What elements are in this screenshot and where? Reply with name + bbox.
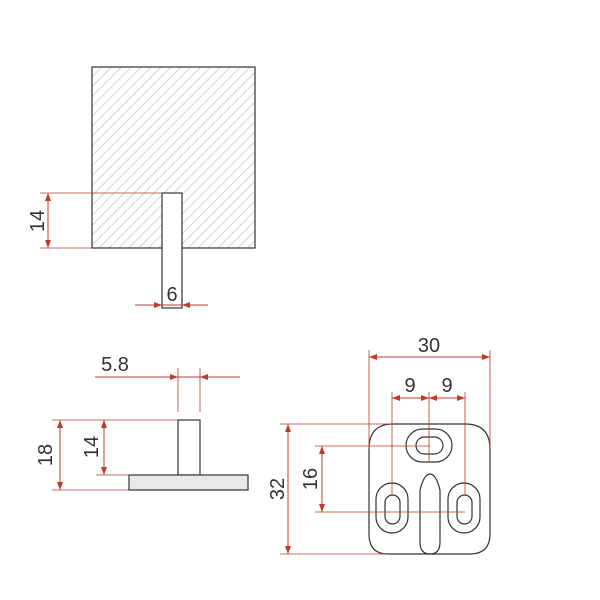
center-groove <box>419 473 441 555</box>
dim-front-hole-offsets: 9 9 <box>391 375 466 495</box>
dim-side-pin-width: 5.8 <box>95 354 240 412</box>
right-slot <box>447 482 481 534</box>
dim-section-width: 6 <box>135 284 208 308</box>
dim-section-depth: 14 <box>27 192 162 249</box>
dim-front-right-offset-label: 9 <box>441 375 452 397</box>
dim-front-width-label: 30 <box>418 335 440 357</box>
dim-side-pin-height-label: 14 <box>81 436 103 458</box>
pin <box>161 192 183 309</box>
front-plate-outline <box>368 423 491 555</box>
dim-front-height-label: 32 <box>267 478 289 500</box>
side-view: 5.8 18 14 <box>35 354 249 491</box>
dim-side-total-height: 18 <box>35 419 178 491</box>
section-view: 14 6 <box>27 66 256 309</box>
side-plate <box>128 474 249 491</box>
side-pin <box>177 419 201 476</box>
dim-section-depth-label: 14 <box>27 210 49 232</box>
dim-side-pin-width-label: 5.8 <box>101 354 129 376</box>
dim-front-hole-spacing-label: 16 <box>300 468 322 490</box>
dim-section-width-label: 6 <box>166 284 177 306</box>
dim-side-total-height-label: 18 <box>35 444 57 466</box>
front-view: 30 9 9 16 <box>267 335 491 555</box>
dim-front-width: 30 <box>368 335 491 449</box>
dim-side-pin-height: 14 <box>81 420 129 476</box>
dim-front-height: 32 <box>267 423 393 555</box>
dim-front-left-offset-label: 9 <box>404 375 415 397</box>
dim-front-hole-spacing: 16 <box>300 445 465 513</box>
